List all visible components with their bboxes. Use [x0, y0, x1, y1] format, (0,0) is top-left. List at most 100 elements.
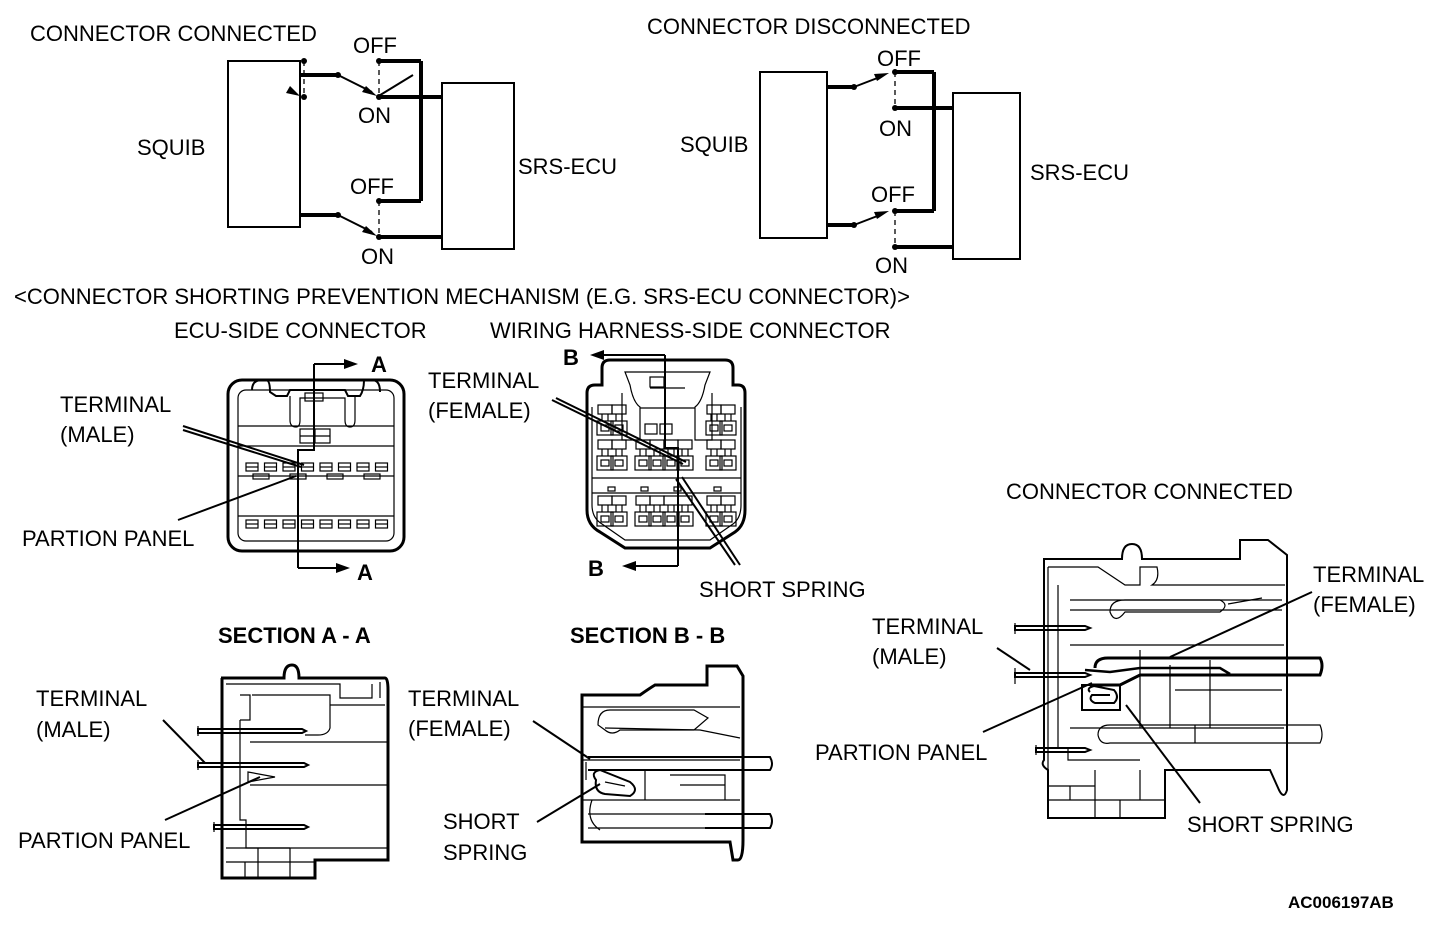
terminal-cell: [705, 455, 723, 471]
terminal-cell: [723, 515, 733, 523]
section-mark-b-top: B: [563, 345, 579, 370]
srs-ecu-box: [441, 82, 515, 250]
section-mark-b-bottom: B: [588, 556, 604, 581]
ecu-side-connector-view: A A TERMINAL (MALE) PARTION PANEL: [22, 352, 406, 585]
terminal-cell: [720, 495, 736, 506]
terminal-cell: [723, 424, 733, 432]
harness-connector-title: WIRING HARNESS-SIDE CONNECTOR: [490, 318, 891, 343]
figure-id: AC006197AB: [1288, 893, 1394, 912]
switch-bottom-on-label: ON: [361, 244, 394, 269]
terminal-cell: [600, 515, 610, 523]
terminal-cell: [252, 473, 270, 480]
connected-section-title: CONNECTOR CONNECTED: [1006, 479, 1293, 504]
terminal-cell: [648, 511, 666, 527]
terminal-cell: [363, 473, 381, 480]
female-terminal-cells: [596, 404, 737, 527]
terminal-cell: [611, 404, 627, 415]
terminal-cell: [611, 495, 627, 506]
squib-label-2: SQUIB: [680, 132, 748, 157]
connected-spring-label: SHORT SPRING: [1187, 812, 1354, 837]
terminal-cell: [652, 459, 662, 467]
ecu-terminal-label-2: (MALE): [60, 422, 135, 447]
terminal-row-upper: [245, 462, 389, 472]
connected-wiring: [337, 58, 442, 240]
connected-section-view: CONNECTOR CONNECTED TERMINAL (MALE) TERM…: [815, 479, 1424, 837]
terminal-cell: [607, 486, 616, 492]
harness-side-connector-view: B B TERMINAL (FEMALE) SHORT SPRING: [428, 345, 866, 602]
section-b-terminal-label-2: (FEMALE): [408, 716, 511, 741]
terminal-cell: [709, 459, 719, 467]
terminal-cell: [610, 511, 628, 527]
terminal-cell: [666, 515, 676, 523]
circuit-disconnected: CONNECTOR DISCONNECTED SQUIB SRS-ECU OFF…: [647, 14, 1129, 278]
terminal-cell: [640, 486, 649, 492]
terminal-cell: [719, 511, 737, 527]
terminal-cell: [634, 455, 652, 471]
terminal-cell: [635, 495, 651, 506]
section-a-terminal-label-2: (MALE): [36, 717, 111, 742]
switch-bottom-off-label-2: OFF: [871, 182, 915, 207]
terminal-cell: [706, 404, 722, 415]
terminal-cell: [634, 511, 652, 527]
section-a-terminal-label-1: TERMINAL: [36, 686, 147, 711]
switch-top-off-label: OFF: [353, 33, 397, 58]
terminal-cell: [611, 439, 627, 450]
terminal-cell: [666, 459, 676, 467]
squib-box-2: [759, 71, 828, 239]
circuit-connected: CONNECTOR CONNECTED SQUIB SRS-ECU OFF ON…: [30, 21, 617, 269]
ecu-connector-title: ECU-SIDE CONNECTOR: [174, 318, 427, 343]
terminal-cell: [706, 439, 722, 450]
section-mark-a-top: A: [371, 352, 387, 377]
section-a-panel-label: PARTION PANEL: [18, 828, 190, 853]
terminal-cell: [597, 495, 613, 506]
terminal-cell: [723, 459, 733, 467]
terminal-cell: [596, 455, 614, 471]
terminal-cell: [638, 459, 648, 467]
section-b-terminal-label-1: TERMINAL: [408, 686, 519, 711]
harness-spring-label: SHORT SPRING: [699, 577, 866, 602]
terminal-cell: [652, 515, 662, 523]
mechanism-title: <CONNECTOR SHORTING PREVENTION MECHANISM…: [14, 284, 910, 309]
terminal-cell: [638, 515, 648, 523]
terminal-cell: [720, 404, 736, 415]
terminal-cell: [663, 495, 679, 506]
terminal-row-lower: [245, 519, 389, 529]
connected-female-label-1: TERMINAL: [1313, 562, 1424, 587]
terminal-cell: [719, 420, 737, 436]
squib-label: SQUIB: [137, 135, 205, 160]
connected-male-label-1: TERMINAL: [872, 614, 983, 639]
section-b-spring-label-1: SHORT: [443, 809, 520, 834]
terminal-cell: [706, 495, 722, 506]
disconnected-wiring: [827, 69, 953, 250]
harness-terminal-label-1: TERMINAL: [428, 368, 539, 393]
terminal-cell: [610, 455, 628, 471]
ecu-panel-label: PARTION PANEL: [22, 526, 194, 551]
switch-arm-top: [376, 74, 414, 98]
switch-top-on-label: ON: [358, 103, 391, 128]
srs-ecu-label-2: SRS-ECU: [1030, 160, 1129, 185]
section-b-b: SECTION B - B TERMINAL (FEMALE) SHORT SP…: [408, 623, 773, 865]
terminal-cell: [705, 420, 723, 436]
circuit-connected-title: CONNECTOR CONNECTED: [30, 21, 317, 46]
switch-bottom-off-label: OFF: [350, 174, 394, 199]
terminal-cell: [326, 473, 344, 480]
terminal-cell: [680, 515, 690, 523]
terminal-cell: [597, 439, 613, 450]
srs-ecu-box-2: [952, 92, 1021, 260]
terminal-cell: [600, 459, 610, 467]
section-b-title: SECTION B - B: [570, 623, 725, 648]
terminal-cell: [614, 515, 624, 523]
section-a-a: SECTION A - A TERMINAL (MALE) PARTION PA…: [18, 623, 390, 880]
switch-top-on-label-2: ON: [879, 116, 912, 141]
terminal-cell: [614, 459, 624, 467]
terminal-cell: [713, 486, 722, 492]
terminal-cell: [709, 424, 719, 432]
circuit-disconnected-title: CONNECTOR DISCONNECTED: [647, 14, 971, 39]
switch-bottom-on-label-2: ON: [875, 253, 908, 278]
section-b-spring-label-2: SPRING: [443, 840, 527, 865]
section-a-title: SECTION A - A: [218, 623, 371, 648]
connected-panel-label: PARTION PANEL: [815, 740, 987, 765]
section-mark-a-bottom: A: [357, 560, 373, 585]
terminal-cell: [596, 511, 614, 527]
